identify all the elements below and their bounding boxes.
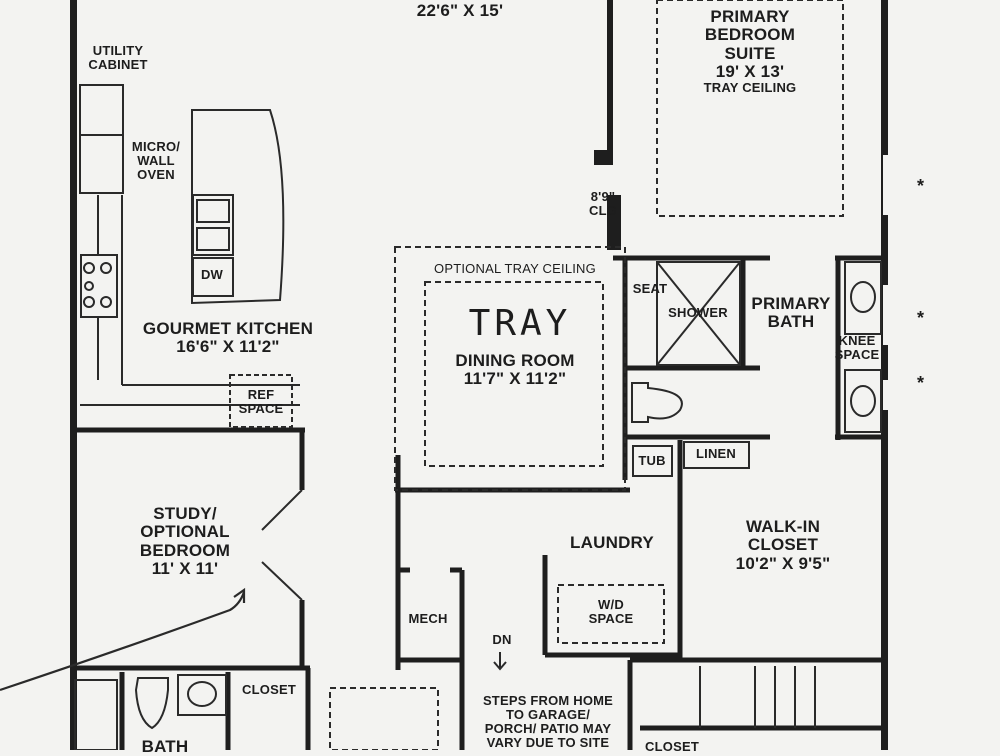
wd-line1: W/D (598, 597, 624, 612)
primary-suite-note: TRAY CEILING (703, 80, 797, 96)
tub-label: TUB (638, 453, 666, 468)
exterior-walls (70, 0, 888, 750)
ceiling-height: 8'9" (590, 189, 616, 204)
steps-line4: VARY DUE TO SITE (486, 735, 610, 751)
ceiling-height-label: 8'9" CLG (588, 189, 618, 219)
closet-label: CLOSET (242, 682, 296, 697)
ref-line1: REF (247, 387, 275, 402)
knee-line1: KNEE (838, 333, 876, 348)
ref-line2: SPACE (238, 401, 284, 417)
wd-space-label: W/D SPACE (588, 597, 634, 627)
steps-note: STEPS FROM HOME TO GARAGE/ PORCH/ PATIO … (482, 693, 614, 751)
utility-line1: UTILITY (92, 43, 144, 58)
seat-label: SEAT (632, 281, 668, 296)
study-line3: BEDROOM (139, 540, 231, 560)
great-room-dims: 22'6" X 15' (416, 1, 504, 20)
dishwasher-label: DW (200, 267, 224, 282)
walkin-dims: 10'2" X 9'5" (735, 553, 831, 573)
primary-suite-line1: PRIMARY (710, 7, 790, 26)
kitchen-label: GOURMET KITCHEN 16'6" X 11'2" (142, 319, 314, 357)
study-dims: 11' X 11' (151, 559, 219, 579)
margin-asterisk-1: * (917, 176, 925, 196)
dining-dims: 11'7" X 11'2" (463, 369, 567, 389)
primary-suite-label: PRIMARY BEDROOM SUITE 19' X 13' TRAY CEI… (703, 7, 797, 96)
laundry-label: LAUNDRY (570, 533, 654, 552)
shower-label: SHOWER (668, 305, 728, 320)
margin-asterisk-2: * (917, 308, 925, 328)
walkin-line2: CLOSET (747, 535, 819, 555)
study-line1: STUDY/ (153, 504, 217, 523)
utility-line2: CABINET (88, 57, 148, 73)
wd-line2: SPACE (588, 611, 634, 627)
micro-line3: OVEN (137, 167, 175, 183)
utility-cabinet-label: UTILITY CABINET (88, 43, 148, 73)
steps-line3: PORCH/ PATIO MAY (484, 721, 612, 737)
optional-tray-label: OPTIONAL TRAY CEILING (434, 261, 596, 276)
mech-label: MECH (408, 611, 448, 626)
walkin-closet-label: WALK-IN CLOSET 10'2" X 9'5" (735, 517, 831, 573)
steps-line1: STEPS FROM HOME (482, 693, 614, 708)
down-label: DN (492, 632, 512, 647)
linen-label: LINEN (696, 446, 736, 461)
knee-space-label: KNEE SPACE (834, 333, 880, 363)
window-markers (63, 155, 889, 605)
primary-bath-label: PRIMARY BATH (751, 294, 831, 332)
dining-room-label: DINING ROOM 11'7" X 11'2" (455, 351, 575, 389)
primary-suite-line3: SUITE (724, 43, 776, 63)
micro-line1: MICRO/ (131, 139, 181, 154)
study-line2: OPTIONAL (140, 522, 230, 542)
bath-label: BATH (141, 737, 189, 756)
ref-space-label: REF SPACE (238, 387, 284, 417)
kitchen-dims: 16'6" X 11'2" (176, 337, 280, 357)
micro-wall-oven-label: MICRO/ WALL OVEN (131, 139, 181, 183)
primary-suite-dims: 19' X 13' (715, 62, 785, 82)
fixtures-and-counters (0, 0, 882, 750)
handwritten-tray: TRAY (468, 303, 572, 344)
steps-line2: TO GARAGE/ (505, 707, 591, 723)
primary-bath-line2: BATH (767, 312, 815, 332)
kitchen-name: GOURMET KITCHEN (142, 319, 314, 338)
micro-line2: WALL (137, 153, 175, 169)
margin-asterisk-3: * (917, 373, 925, 393)
closet-bottom-label: CLOSET (645, 739, 699, 754)
walkin-line1: WALK-IN (745, 517, 821, 536)
dining-name: DINING ROOM (455, 351, 575, 370)
primary-bath-line1: PRIMARY (751, 294, 831, 313)
primary-suite-line2: BEDROOM (704, 25, 796, 45)
study-label: STUDY/ OPTIONAL BEDROOM 11' X 11' (139, 504, 231, 579)
ceiling-abbr: CLG (588, 203, 618, 219)
knee-line2: SPACE (834, 347, 880, 363)
